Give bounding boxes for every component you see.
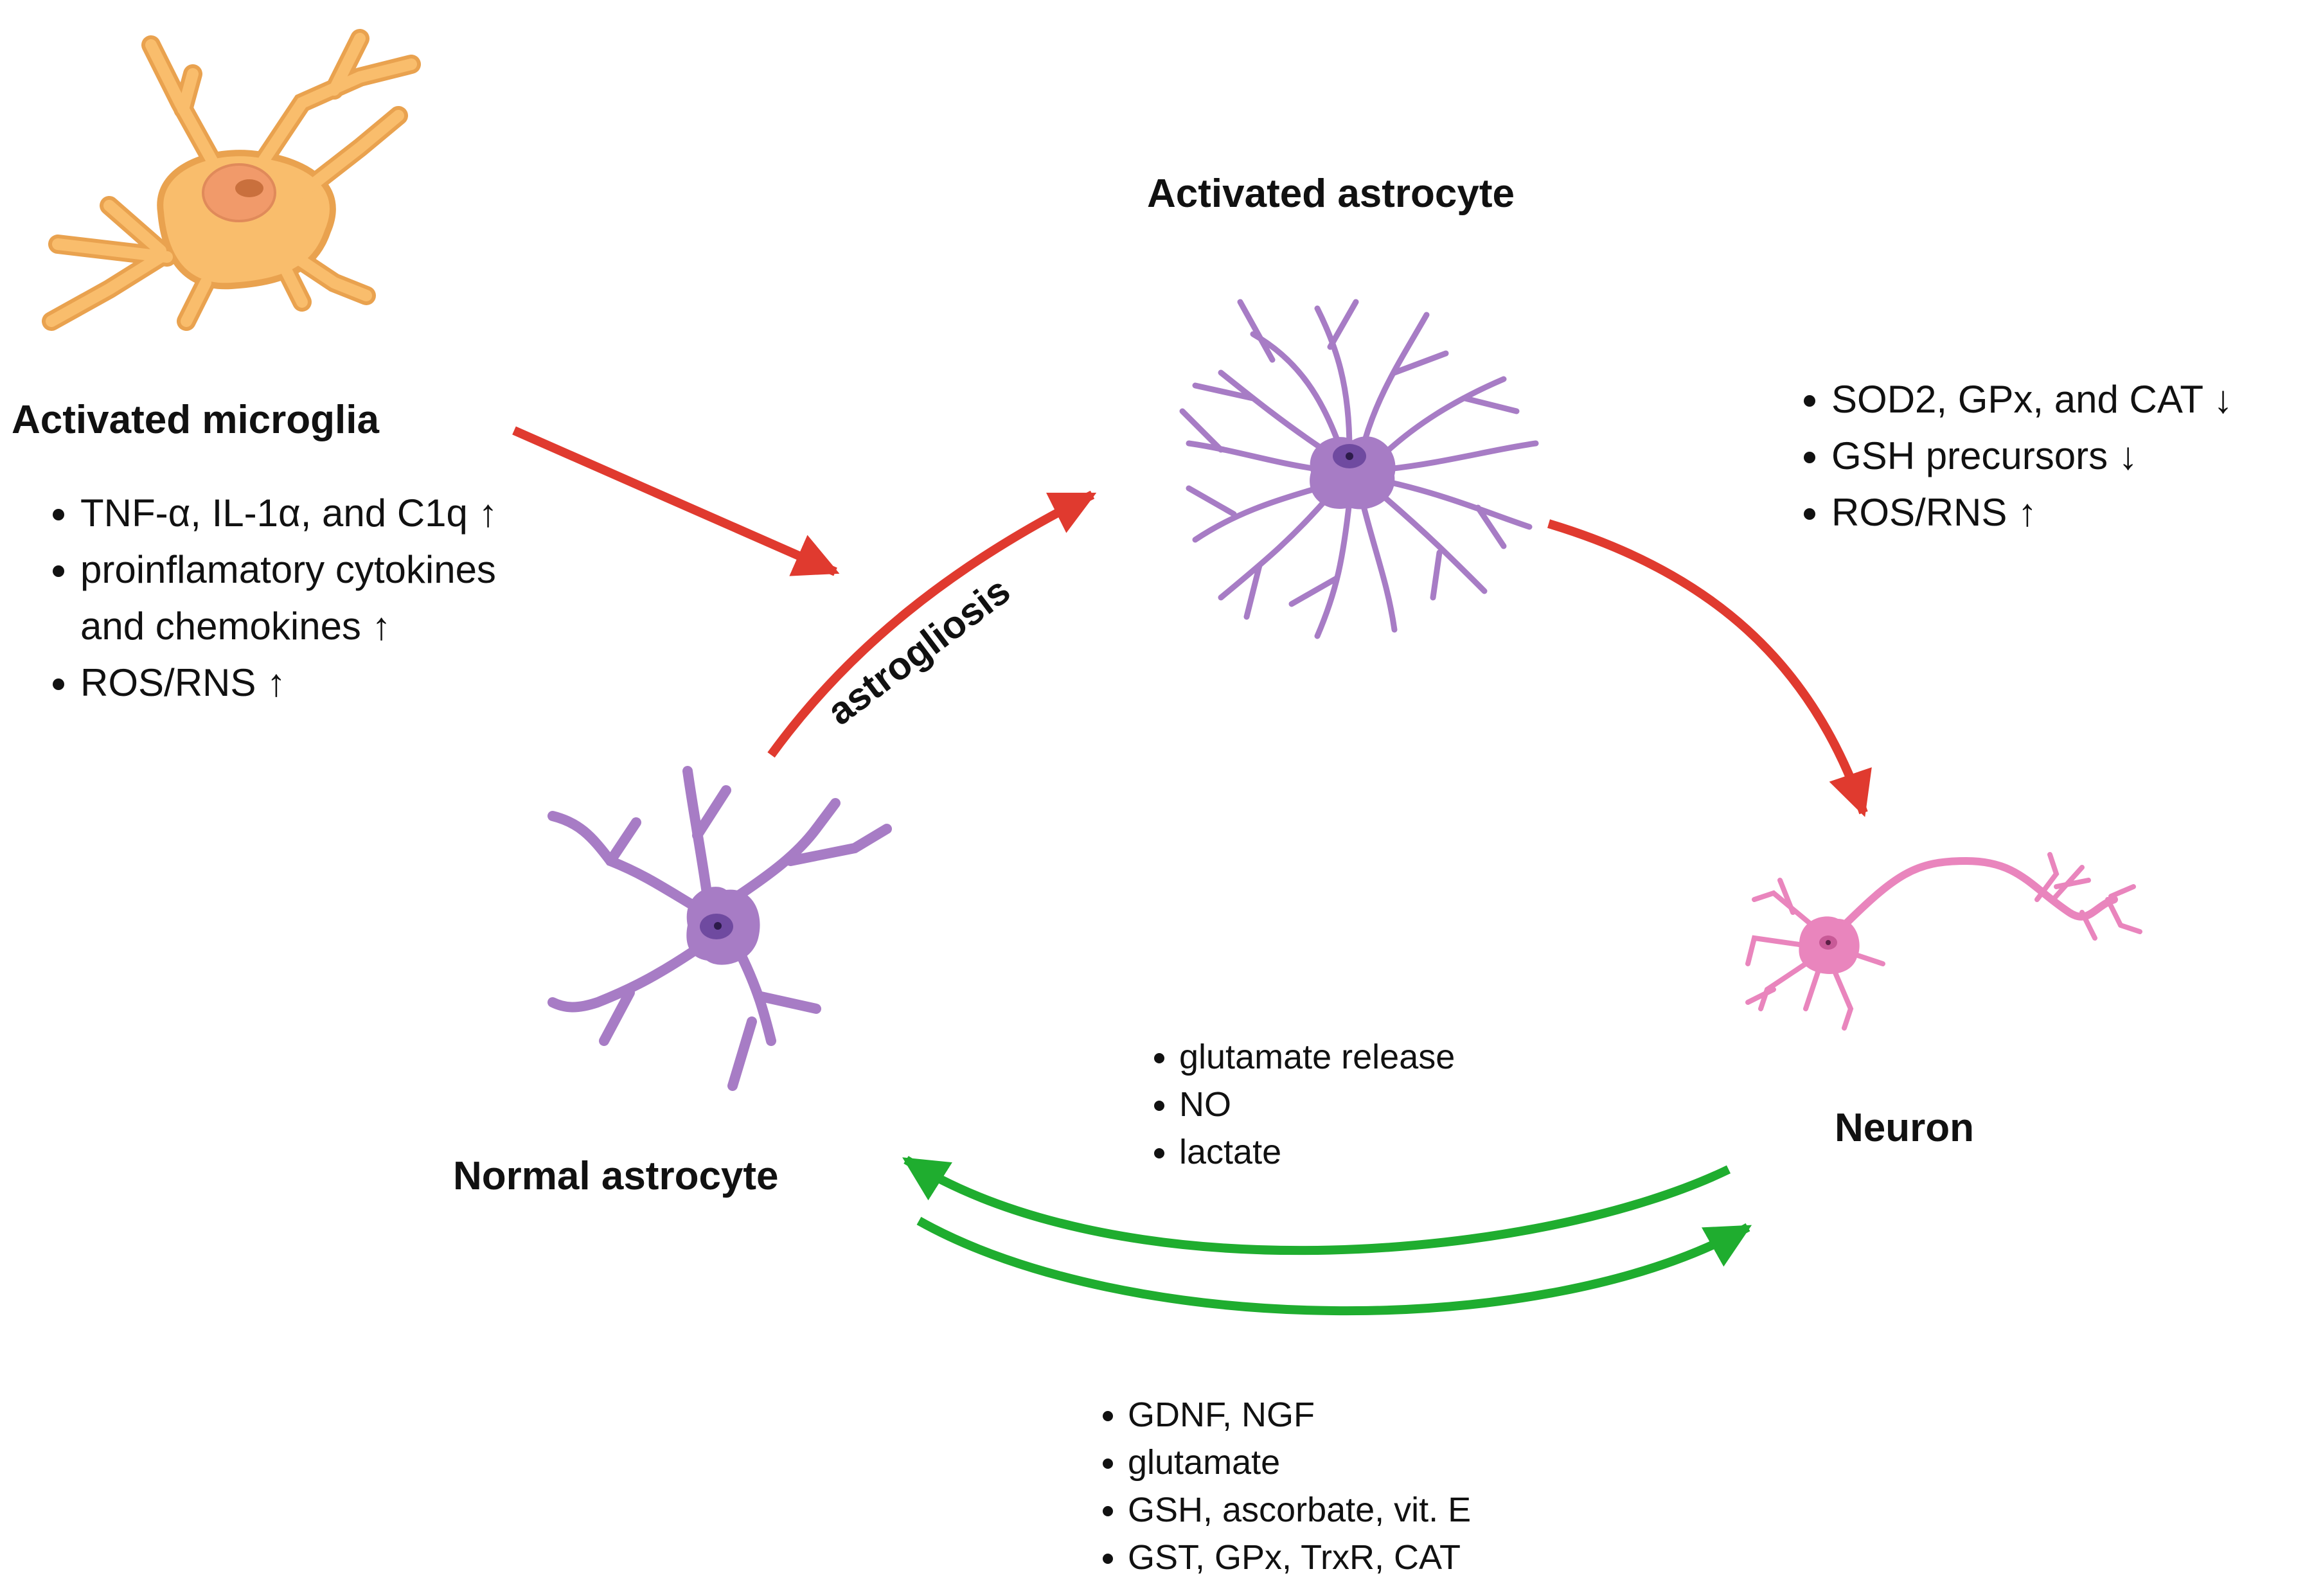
astrocyte-to-neuron-arrow bbox=[916, 1216, 1752, 1316]
normal-astrocyte-title: Normal astrocyte bbox=[453, 1154, 779, 1198]
list-item: ROS/RNS ↑ bbox=[1831, 484, 2233, 541]
list-item: glutamate bbox=[1128, 1439, 1471, 1486]
list-item: proinflamatory cytokines bbox=[80, 542, 498, 598]
microglia-cell-icon bbox=[42, 29, 421, 331]
astrocyte-support-list: GDNF, NGF glutamate GSH, ascorbate, vit.… bbox=[1076, 1391, 1471, 1581]
neuron-release-list: glutamate release NO lactate bbox=[1128, 1033, 1455, 1176]
list-item: TNF-α, IL-1α, and C1q ↑ bbox=[80, 485, 498, 542]
microglia-to-astrocyte-arrow bbox=[512, 426, 840, 576]
neuron-title: Neuron bbox=[1835, 1106, 1974, 1150]
neuron-icon bbox=[1745, 852, 2142, 1031]
list-item: GSH, ascorbate, vit. E bbox=[1128, 1486, 1471, 1534]
activated-astrocyte-to-neuron-arrow bbox=[1547, 519, 1872, 817]
list-item: GDNF, NGF bbox=[1128, 1391, 1471, 1439]
activated-astrocyte-icon bbox=[1179, 299, 1539, 639]
microglia-bullet-list: TNF-α, IL-1α, and C1q ↑ proinflamatory c… bbox=[29, 485, 498, 711]
list-item: ROS/RNS ↑ bbox=[80, 655, 498, 711]
list-item: NO bbox=[1179, 1081, 1455, 1128]
astrogliosis-arrow bbox=[767, 490, 1097, 758]
list-item: lactate bbox=[1179, 1128, 1455, 1176]
list-item: and chemokines ↑ bbox=[80, 605, 391, 648]
activated-astrocyte-title: Activated astrocyte bbox=[1147, 172, 1515, 216]
normal-astrocyte-icon bbox=[547, 766, 892, 1091]
neuron-to-astrocyte-arrow bbox=[902, 1156, 1731, 1255]
list-item: glutamate release bbox=[1179, 1033, 1455, 1081]
microglia-title: Activated microglia bbox=[12, 398, 379, 442]
activated-astrocyte-bullet-list: SOD2, GPx, and CAT ↓ GSH precursors ↓ RO… bbox=[1780, 371, 2233, 541]
list-item: GSH precursors ↓ bbox=[1831, 428, 2233, 484]
list-item: GST, GPx, TrxR, CAT bbox=[1128, 1534, 1471, 1581]
list-item: SOD2, GPx, and CAT ↓ bbox=[1831, 371, 2233, 428]
activated-astrocyte-body bbox=[1310, 436, 1396, 510]
